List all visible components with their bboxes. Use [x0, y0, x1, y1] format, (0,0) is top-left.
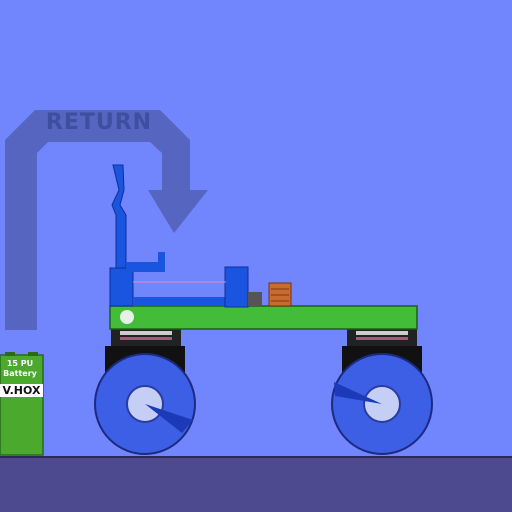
return-label: RETURN	[45, 110, 153, 135]
ground	[0, 457, 512, 512]
return-arrow-icon	[5, 110, 208, 330]
battery-brand-label: V.HOX	[0, 384, 43, 397]
crane-arm[interactable]	[109, 164, 292, 308]
ground-edge	[0, 456, 512, 458]
front-wheel[interactable]	[331, 328, 433, 455]
rear-wheel[interactable]	[94, 328, 196, 455]
battery-bottom-label: Battery	[3, 369, 37, 378]
battery-top-label: 15 PU	[6, 359, 34, 368]
battery[interactable]	[0, 352, 44, 456]
chassis-light	[120, 310, 134, 324]
vehicle-chassis[interactable]	[109, 305, 418, 330]
